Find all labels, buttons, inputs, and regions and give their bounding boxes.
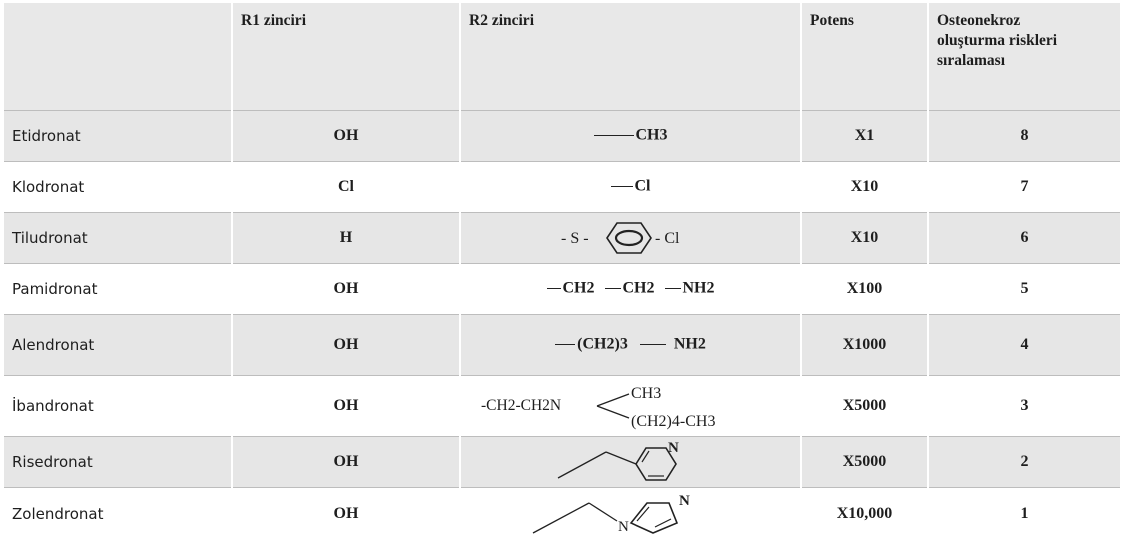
bond-line — [596, 392, 629, 407]
potens-value: X10 — [801, 161, 929, 212]
drug-name: Etidronat — [4, 110, 233, 161]
r2-structure: CH2 CH2 NH2 — [460, 263, 802, 314]
r1-value: OH — [232, 436, 461, 487]
header-r2: R2 zinciri — [460, 3, 802, 110]
bond-line — [604, 288, 621, 290]
potens-value: X1000 — [801, 314, 929, 375]
bond-line — [664, 288, 681, 290]
table-row: Zolendronat OH N N X10,000 1 — [4, 487, 1122, 540]
table-row: Etidronat OH CH3 X1 8 — [4, 110, 1122, 161]
aromatic-circle — [614, 229, 643, 246]
header-row: R1 zinciri R2 zinciri Potens Osteonekroz… — [4, 3, 1122, 110]
r2-structure: -CH2-CH2N CH3 (CH2)4-CH3 — [460, 375, 802, 436]
r2-branch-top: CH3 — [631, 385, 661, 402]
r2-nitrogen-1: N — [618, 519, 629, 535]
r1-value: Cl — [232, 161, 461, 212]
r1-value: OH — [232, 110, 461, 161]
r2-nitrogen-2: N — [679, 493, 690, 509]
header-risk-line3: sıralaması — [937, 52, 1006, 69]
branched-structure: -CH2-CH2N CH3 (CH2)4-CH3 — [481, 385, 715, 430]
potens-value: X10 — [801, 212, 929, 263]
header-risk-line1: Osteonekroz — [937, 12, 1021, 29]
drug-name: Klodronat — [4, 161, 233, 212]
header-r1: R1 zinciri — [232, 3, 461, 110]
bond-line — [546, 288, 561, 290]
r2-structure: Cl — [460, 161, 802, 212]
drug-name: Zolendronat — [4, 487, 233, 540]
potens-value: X1 — [801, 110, 929, 161]
r1-value: H — [232, 212, 461, 263]
r1-value: OH — [232, 487, 461, 540]
bond-line — [532, 502, 589, 534]
double-bond — [636, 506, 649, 522]
risk-rank: 5 — [928, 263, 1122, 314]
risk-rank: 3 — [928, 375, 1122, 436]
bond-line — [557, 450, 606, 479]
double-bond — [640, 450, 650, 462]
header-name — [4, 3, 233, 110]
table-row: Klodronat Cl Cl X10 7 — [4, 161, 1122, 212]
r2-chain: -CH2-CH2N — [481, 397, 561, 414]
risk-rank: 8 — [928, 110, 1122, 161]
r2-group-b: NH2 — [673, 335, 706, 353]
risk-rank: 2 — [928, 436, 1122, 487]
r1-value: OH — [232, 314, 461, 375]
benzene-structure: - S - - Cl — [561, 221, 680, 254]
r2-group-c: NH2 — [682, 279, 715, 297]
r2-branch-bottom: (CH2)4-CH3 — [631, 413, 715, 430]
bond-line — [588, 502, 617, 522]
drug-name: Tiludronat — [4, 212, 233, 263]
bond-line — [610, 186, 633, 188]
risk-rank: 6 — [928, 212, 1122, 263]
document-page: R1 zinciri R2 zinciri Potens Osteonekroz… — [4, 3, 1123, 540]
drug-name: Pamidronat — [4, 263, 233, 314]
r2-structure: N N — [460, 487, 802, 540]
drug-name: Alendronat — [4, 314, 233, 375]
r1-value: OH — [232, 375, 461, 436]
potens-value: X5000 — [801, 375, 929, 436]
pyridine-ring — [634, 446, 677, 481]
header-risk-line2: oluşturma riskleri — [937, 32, 1058, 49]
risk-rank: 4 — [928, 314, 1122, 375]
bond-line — [593, 135, 634, 137]
imidazole-ring — [629, 501, 678, 534]
r2-structure: CH3 — [460, 110, 802, 161]
r2-group: Cl — [634, 177, 651, 195]
r2-group-a: CH2 — [562, 279, 595, 297]
benzene-ring — [605, 221, 652, 254]
drug-name: Risedronat — [4, 436, 233, 487]
bond-line — [596, 404, 629, 419]
potens-value: X5000 — [801, 436, 929, 487]
pyridine-structure: N — [557, 440, 679, 481]
table-row: Tiludronat H - S - - Cl X10 6 — [4, 212, 1122, 263]
header-risk: Osteonekroz oluşturma riskleri sıralamas… — [928, 3, 1122, 110]
r1-value: OH — [232, 263, 461, 314]
r2-structure: - S - - Cl — [460, 212, 802, 263]
imidazole-structure: N N — [532, 493, 690, 535]
table-row: İbandronat OH -CH2-CH2N CH3 (CH2)4-CH3 X… — [4, 375, 1122, 436]
risk-rank: 7 — [928, 161, 1122, 212]
table-row: Risedronat OH N X5000 2 — [4, 436, 1122, 487]
potens-value: X100 — [801, 263, 929, 314]
r2-structure: (CH2)3 NH2 — [460, 314, 802, 375]
r2-nitrogen: N — [668, 440, 679, 456]
table-row: Alendronat OH (CH2)3 NH2 X1000 4 — [4, 314, 1122, 375]
bond-line — [555, 344, 576, 346]
r2-group-a: (CH2)3 — [577, 335, 628, 353]
table-row: Pamidronat OH CH2 CH2 NH2 X100 5 — [4, 263, 1122, 314]
r2-left: - S - — [561, 230, 589, 247]
r2-group-b: CH2 — [622, 279, 655, 297]
bond-line — [605, 450, 636, 465]
risk-rank: 1 — [928, 487, 1122, 540]
drug-name: İbandronat — [4, 375, 233, 436]
header-potens: Potens — [801, 3, 929, 110]
potens-value: X10,000 — [801, 487, 929, 540]
bond-line — [639, 344, 666, 346]
double-bond — [654, 518, 671, 528]
bisphosphonate-table: R1 zinciri R2 zinciri Potens Osteonekroz… — [4, 3, 1122, 540]
r2-group: CH3 — [635, 126, 668, 144]
r2-structure: N — [460, 436, 802, 487]
r2-right: - Cl — [655, 230, 680, 247]
